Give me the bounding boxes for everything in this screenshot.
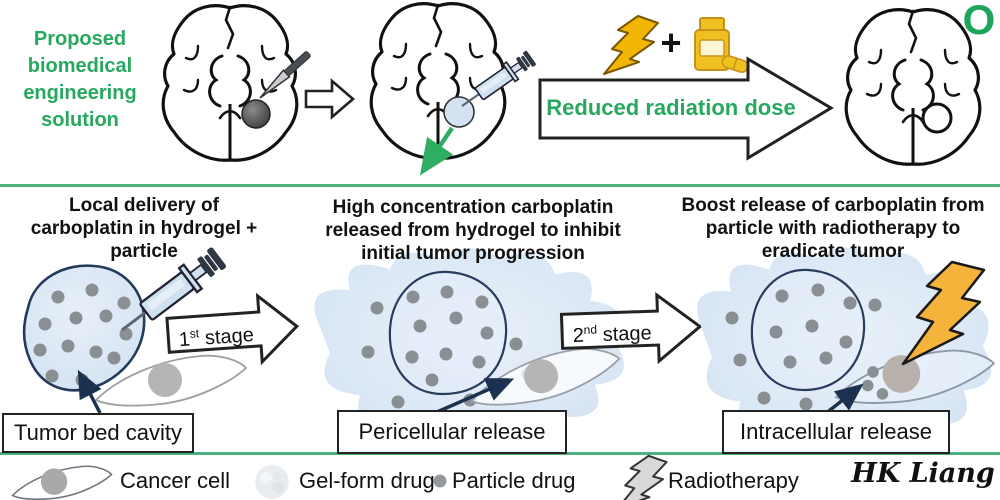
resolved-tumor-icon bbox=[921, 102, 953, 134]
cancer-cell-2 bbox=[467, 345, 623, 408]
cancer-cell-3 bbox=[835, 349, 995, 404]
legend-label-radiotherapy: Radiotherapy bbox=[668, 468, 799, 493]
cancer-cell-icon bbox=[11, 465, 113, 500]
gel-form-drug-icon bbox=[255, 465, 289, 499]
panel2-title-line: initial tumor progression bbox=[361, 243, 585, 264]
stage-number: 2 bbox=[572, 324, 585, 348]
radiotherapy-bolt-large-icon bbox=[901, 260, 986, 366]
cell-nucleus bbox=[148, 363, 182, 397]
plus-sign: + bbox=[660, 22, 682, 63]
hydrogel-implant-icon bbox=[443, 96, 475, 128]
step-arrow-icon bbox=[304, 78, 355, 120]
particle-drug-icon bbox=[433, 474, 447, 488]
panel3-title-line: Boost release of carboplatin from bbox=[681, 195, 985, 216]
tumor-solid-icon bbox=[241, 99, 271, 129]
drug-bottle-icon bbox=[694, 17, 749, 73]
cancer-cell-1 bbox=[95, 354, 247, 407]
legend-label-gel-form-drug: Gel-form drug bbox=[299, 468, 435, 493]
stage-ordinal: nd bbox=[583, 322, 598, 337]
panel1-title-line: carboplatin in hydrogel + bbox=[30, 218, 258, 239]
cell-nucleus bbox=[882, 355, 921, 393]
panel2-title: High concentration carboplatin released … bbox=[302, 196, 644, 265]
corner-logo: O bbox=[962, 0, 996, 43]
intro-line: biomedical bbox=[27, 55, 133, 77]
panel1-particles bbox=[33, 283, 133, 387]
stage1-label: 1st stage bbox=[167, 313, 265, 352]
panel3-particles bbox=[725, 283, 882, 411]
author-signature: HK Liang bbox=[851, 458, 995, 489]
panel3-title-line: particle with radiotherapy to bbox=[705, 218, 961, 239]
panel1-title: Local delivery of carboplatin in hydroge… bbox=[8, 194, 280, 263]
intro-line: Proposed bbox=[33, 28, 127, 50]
panel1-title-line: particle bbox=[110, 241, 178, 262]
panel3-title-line: eradicate tumor bbox=[761, 241, 905, 262]
stage-word: stage bbox=[198, 324, 255, 350]
panel1-title-line: Local delivery of bbox=[69, 195, 219, 216]
scalpel-icon bbox=[259, 51, 311, 99]
stage2-label: 2nd stage bbox=[563, 311, 660, 348]
reduced-dose-label: Reduced radiation dose bbox=[546, 95, 796, 120]
intracellular-release-callout: Intracellular release bbox=[722, 410, 950, 454]
radiotherapy-icon bbox=[603, 15, 659, 75]
intro-caption: Proposed biomedical engineering solution bbox=[0, 26, 160, 134]
pericellular-callout-arrow bbox=[436, 378, 515, 414]
stage2-arrow bbox=[559, 292, 703, 365]
tumor-bed-cavity-callout: Tumor bed cavity bbox=[2, 413, 194, 453]
stage1-arrow bbox=[165, 292, 300, 366]
zoom-indicator-arrow bbox=[419, 126, 454, 176]
stage-word: stage bbox=[596, 322, 653, 347]
legend-label-particle-drug: Particle drug bbox=[452, 468, 576, 493]
reduced-dose-arrow bbox=[538, 56, 834, 161]
tumor-bed-callout-arrow bbox=[77, 369, 102, 414]
panel2-title-line: High concentration carboplatin bbox=[332, 197, 614, 218]
pericellular-release-callout: Pericellular release bbox=[337, 410, 567, 454]
panel3-title: Boost release of carboplatin from partic… bbox=[668, 194, 998, 263]
radiotherapy-bolt-icon bbox=[617, 454, 668, 500]
legend-label-cancer-cell: Cancer cell bbox=[120, 468, 231, 493]
intro-line: engineering bbox=[23, 82, 137, 104]
panel2-title-line: released from hydrogel to inhibit bbox=[325, 220, 621, 241]
top-divider-line bbox=[0, 184, 1000, 187]
intro-line: solution bbox=[41, 109, 119, 131]
panel2-particles bbox=[361, 285, 535, 409]
cell-nucleus bbox=[524, 359, 559, 394]
intracellular-callout-arrow bbox=[823, 383, 864, 416]
